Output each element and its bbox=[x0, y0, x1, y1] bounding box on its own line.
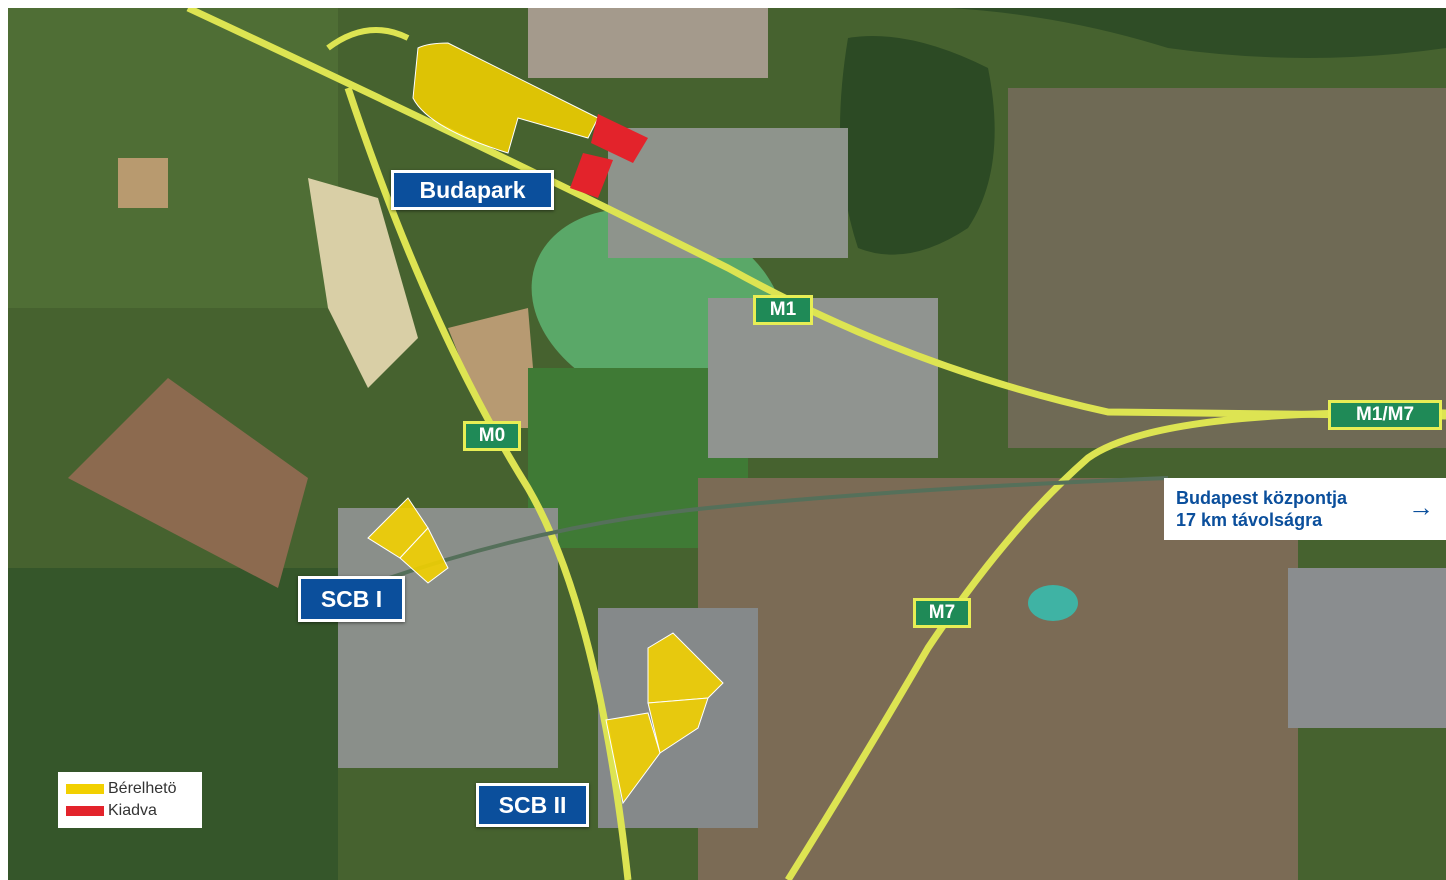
farmland-northwest bbox=[8, 8, 338, 308]
budapark-leased-plot-1 bbox=[591, 114, 648, 163]
legend-item-leased: Kiadva bbox=[66, 800, 202, 822]
forest-north bbox=[838, 8, 1446, 58]
scb2-available-plot-1 bbox=[647, 632, 724, 704]
road-label-m1m7: M1/M7 bbox=[1328, 400, 1442, 430]
field-patch bbox=[118, 158, 168, 208]
construction-site bbox=[308, 178, 418, 388]
highway-m0 bbox=[344, 86, 632, 880]
residential-south bbox=[698, 478, 1298, 880]
legend-item-available: Bérelhetö bbox=[66, 778, 202, 800]
distance-note-line1: Budapest központja bbox=[1176, 488, 1348, 508]
aerial-map: Budapark SCB I SCB II M1 M0 M7 M1/M7 bbox=[8, 8, 1446, 880]
legend-label-available: Bérelhetö bbox=[108, 780, 177, 797]
scb2-available-plot-3 bbox=[605, 712, 661, 805]
interchange-ramp bbox=[326, 27, 410, 51]
legend-swatch-available bbox=[66, 784, 104, 794]
budapark-site-label: Budapark bbox=[391, 170, 554, 210]
highway-m7 bbox=[785, 409, 1446, 880]
distance-note-line2: 17 km távolságra bbox=[1176, 510, 1323, 530]
map-base-layer bbox=[8, 8, 1446, 880]
road-label-m7: M7 bbox=[913, 598, 971, 628]
industrial-east bbox=[1288, 568, 1446, 728]
budapark-buildings bbox=[608, 128, 848, 258]
commercial-north bbox=[528, 8, 768, 78]
scb2-available-plot-2 bbox=[647, 697, 709, 754]
scb1-site-label: SCB I bbox=[298, 576, 405, 622]
bare-field bbox=[448, 308, 538, 428]
budapark-available-plot bbox=[412, 42, 599, 154]
scb2-site-label: SCB II bbox=[476, 783, 589, 827]
farmland-southwest bbox=[8, 568, 338, 880]
plowed-field bbox=[68, 378, 308, 588]
scb1-available-plot-2 bbox=[399, 527, 449, 584]
legend-label-leased: Kiadva bbox=[108, 802, 157, 819]
highway-m1 bbox=[186, 8, 1446, 420]
forest-hill bbox=[840, 36, 995, 255]
scb-buildings bbox=[338, 508, 558, 768]
map-legend: Bérelhetö Kiadva bbox=[58, 772, 202, 828]
arrow-right-icon: → bbox=[1408, 492, 1434, 522]
legend-swatch-leased bbox=[66, 806, 104, 816]
residential-east bbox=[1008, 88, 1446, 448]
budapark-leased-plot-2 bbox=[570, 153, 613, 198]
industrial-central bbox=[708, 298, 938, 458]
distance-note: Budapest központja 17 km távolságra → bbox=[1164, 478, 1446, 540]
road-label-m1: M1 bbox=[753, 295, 813, 325]
quarry-pond bbox=[1028, 585, 1078, 621]
road-label-m0: M0 bbox=[463, 421, 521, 451]
